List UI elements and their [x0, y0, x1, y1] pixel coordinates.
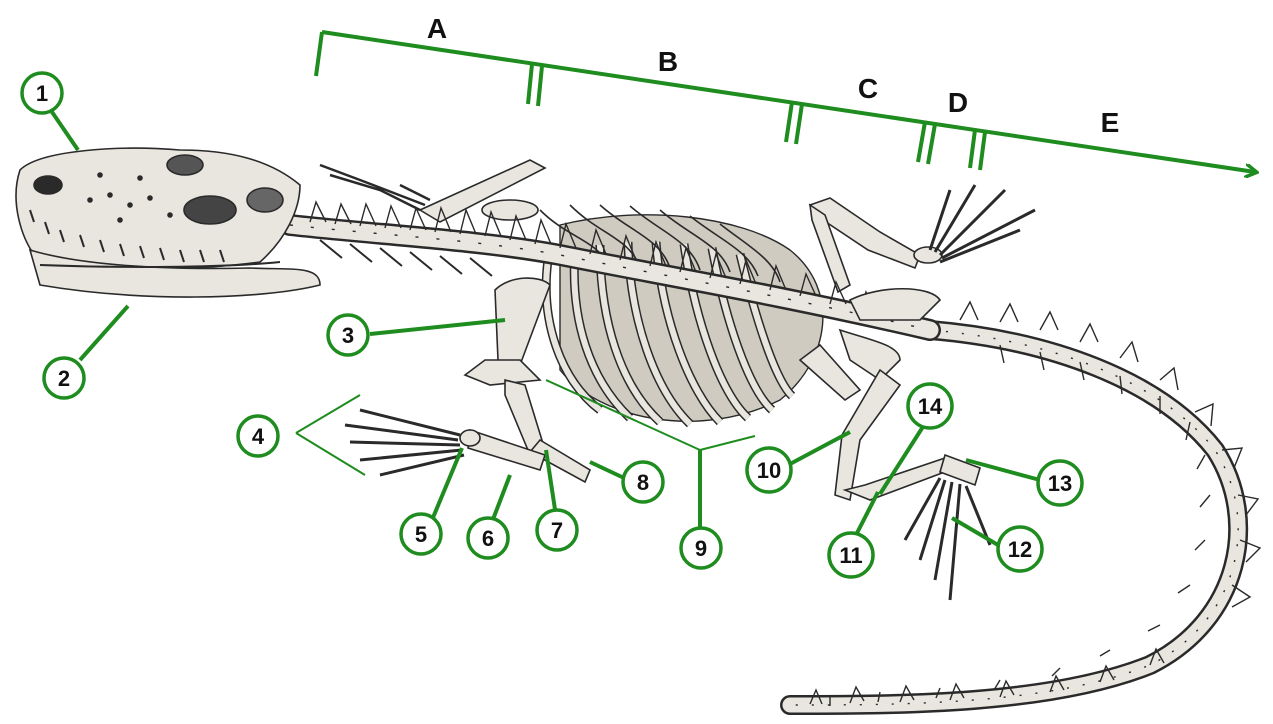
svg-text:1: 1: [36, 81, 48, 106]
svg-text:6: 6: [482, 526, 494, 551]
svg-text:13: 13: [1048, 471, 1072, 496]
callout-7: 7: [537, 510, 577, 550]
callout-4: 4: [238, 416, 278, 456]
skull: [16, 148, 320, 297]
svg-text:5: 5: [415, 522, 427, 547]
svg-text:12: 12: [1008, 537, 1032, 562]
svg-text:4: 4: [252, 424, 265, 449]
callout-14: 14: [908, 384, 952, 428]
svg-text:3: 3: [342, 323, 354, 348]
callout-12: 12: [998, 527, 1042, 571]
callout-2: 2: [44, 358, 84, 398]
region-bracket: [316, 32, 1255, 172]
region-label-a: A: [427, 13, 447, 44]
region-label-e: E: [1101, 107, 1120, 138]
svg-text:7: 7: [551, 518, 563, 543]
callout-1: 1: [22, 73, 62, 113]
callout-5: 5: [401, 514, 441, 554]
skeleton-illustration: [16, 148, 1260, 706]
svg-text:9: 9: [695, 536, 707, 561]
region-label-c: C: [858, 73, 878, 104]
callout-9: 9: [681, 528, 721, 568]
svg-text:2: 2: [58, 366, 70, 391]
far-hind-limb: [810, 185, 1035, 292]
svg-text:10: 10: [757, 458, 781, 483]
callout-8: 8: [623, 462, 663, 502]
near-fore-limb: [345, 278, 590, 482]
far-fore-limb: [320, 160, 545, 222]
callout-6: 6: [468, 518, 508, 558]
rib-cage: [540, 205, 823, 424]
callout-3: 3: [328, 315, 368, 355]
svg-text:11: 11: [839, 543, 862, 568]
callout-13: 13: [1038, 461, 1082, 505]
svg-text:14: 14: [918, 394, 943, 419]
region-label-b: B: [658, 46, 678, 77]
callout-11: 11: [829, 533, 873, 577]
svg-text:8: 8: [637, 470, 649, 495]
region-label-d: D: [948, 87, 968, 118]
callout-10: 10: [747, 448, 791, 492]
